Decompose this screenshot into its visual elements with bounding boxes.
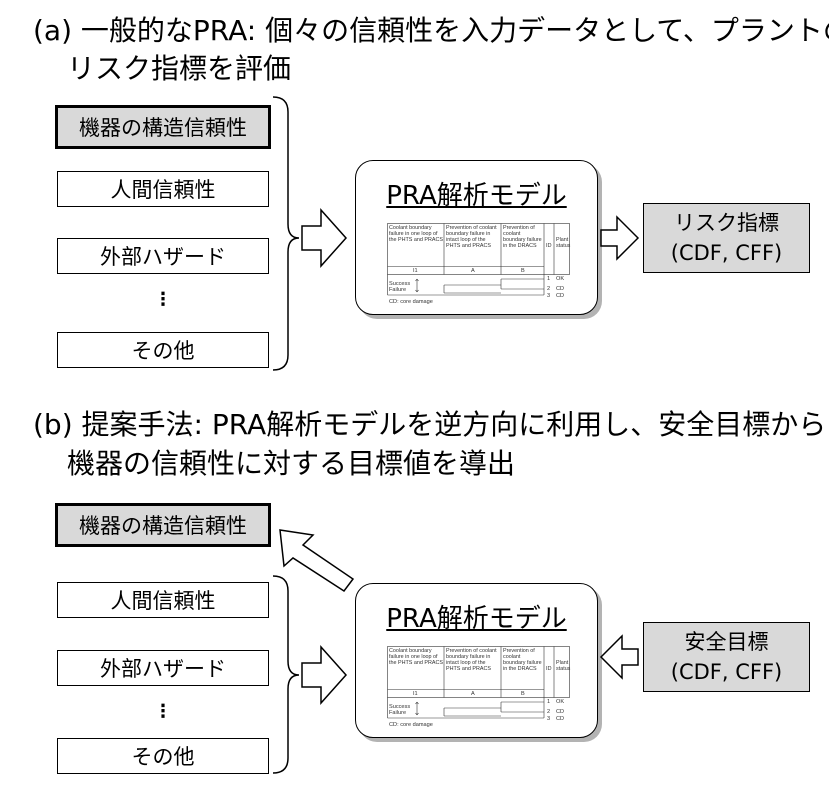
arrow-right-inputs-b-icon (301, 645, 348, 705)
more-inputs-ellipsis: ⋮ (154, 289, 172, 310)
section-b-heading-line2: 機器の信頼性に対する目標値を導出 (67, 447, 516, 480)
et-code-i1-b: I1 (413, 691, 418, 697)
et-status-2: CD (556, 286, 565, 292)
input-safety-goal: 安全目標 (CDF, CFF) (643, 622, 810, 692)
event-tree-figure-a: Coolant boundary failure in one loop of … (387, 223, 570, 305)
pra-model-card-a: PRA解析モデル (355, 160, 598, 315)
et-id-1: 1 (547, 276, 551, 282)
et-header-dracs-b: Prevention of coolant boundary failure i… (503, 648, 542, 672)
et-code-i1: I1 (413, 268, 418, 274)
event-tree-figure-b: Coolant boundary failure in one loop of … (387, 646, 570, 728)
et-header-initiator-b: Coolant boundary failure in one loop of … (389, 648, 443, 666)
et-header-initiator: Coolant boundary failure in one loop of … (389, 225, 443, 243)
brace-b-icon (272, 575, 300, 774)
et-status-3-b: CD (556, 716, 565, 722)
et-note: CD: core damage (389, 299, 433, 305)
arrow-diagonal-output-icon (279, 529, 355, 593)
et-code-b: B (521, 268, 525, 274)
et-header-status-b: Plant status (556, 660, 571, 672)
et-label-failure-b: Failure (389, 710, 407, 716)
et-header-id-b: ID (546, 666, 552, 672)
et-code-a: A (471, 268, 475, 274)
et-id-3-b: 3 (547, 716, 551, 722)
et-status-1: OK (556, 276, 565, 282)
et-status-2-b: CD (556, 709, 565, 715)
safety-goal-units: (CDF, CFF) (670, 660, 783, 684)
et-header-intact-loop-b: Prevention of coolant boundary failure i… (446, 648, 497, 672)
et-id-2-b: 2 (547, 709, 551, 715)
input-human-reliability-b: 人間信頼性 (57, 582, 269, 618)
et-code-b-b: B (521, 691, 525, 697)
et-id-1-b: 1 (547, 699, 551, 705)
arrow-right-model-a-icon (600, 215, 640, 261)
arrow-left-goal-icon (599, 634, 639, 680)
output-risk-metric-units: (CDF, CFF) (670, 241, 783, 265)
arrow-right-inputs-a-icon (301, 208, 348, 268)
section-a-heading-line2: リスク指標を評価 (67, 52, 292, 85)
et-header-status: Plant status (556, 237, 571, 249)
et-header-dracs: Prevention of coolant boundary failure i… (503, 225, 542, 249)
et-id-2: 2 (547, 286, 551, 292)
pra-model-card-b: PRA解析モデル (355, 583, 598, 738)
et-note-b: CD: core damage (389, 722, 433, 728)
brace-a-icon (272, 96, 300, 371)
pra-model-title-a: PRA解析モデル (386, 181, 567, 211)
output-risk-metric: リスク指標 (CDF, CFF) (643, 203, 810, 273)
target-structural-reliability: 機器の構造信頼性 (55, 503, 271, 547)
et-label-success-b: Success (389, 704, 411, 710)
input-structural-reliability: 機器の構造信頼性 (55, 105, 271, 149)
input-external-hazard-b: 外部ハザード (57, 650, 269, 686)
et-code-a-b: A (471, 691, 475, 697)
input-other-b: その他 (57, 738, 269, 774)
et-header-id: ID (546, 243, 552, 249)
et-label-failure: Failure (389, 287, 407, 293)
safety-goal-label: 安全目標 (684, 630, 769, 654)
more-inputs-ellipsis-b: ⋮ (154, 701, 172, 722)
section-a-heading-line1: (a) 一般的なPRA: 個々の信頼性を入力データとして、プラントの (33, 14, 829, 47)
pra-model-title-b: PRA解析モデル (386, 604, 567, 634)
et-id-3: 3 (547, 293, 551, 299)
section-b-heading-line1: (b) 提案手法: PRA解析モデルを逆方向に利用し、安全目標から (33, 408, 827, 441)
input-human-reliability: 人間信頼性 (57, 171, 269, 207)
et-status-1-b: OK (556, 699, 565, 705)
output-risk-metric-label: リスク指標 (674, 211, 779, 235)
et-status-3: CD (556, 293, 565, 299)
input-external-hazard: 外部ハザード (57, 238, 269, 274)
et-header-intact-loop: Prevention of coolant boundary failure i… (446, 225, 497, 249)
et-label-success: Success (389, 281, 411, 287)
input-other: その他 (57, 332, 269, 368)
